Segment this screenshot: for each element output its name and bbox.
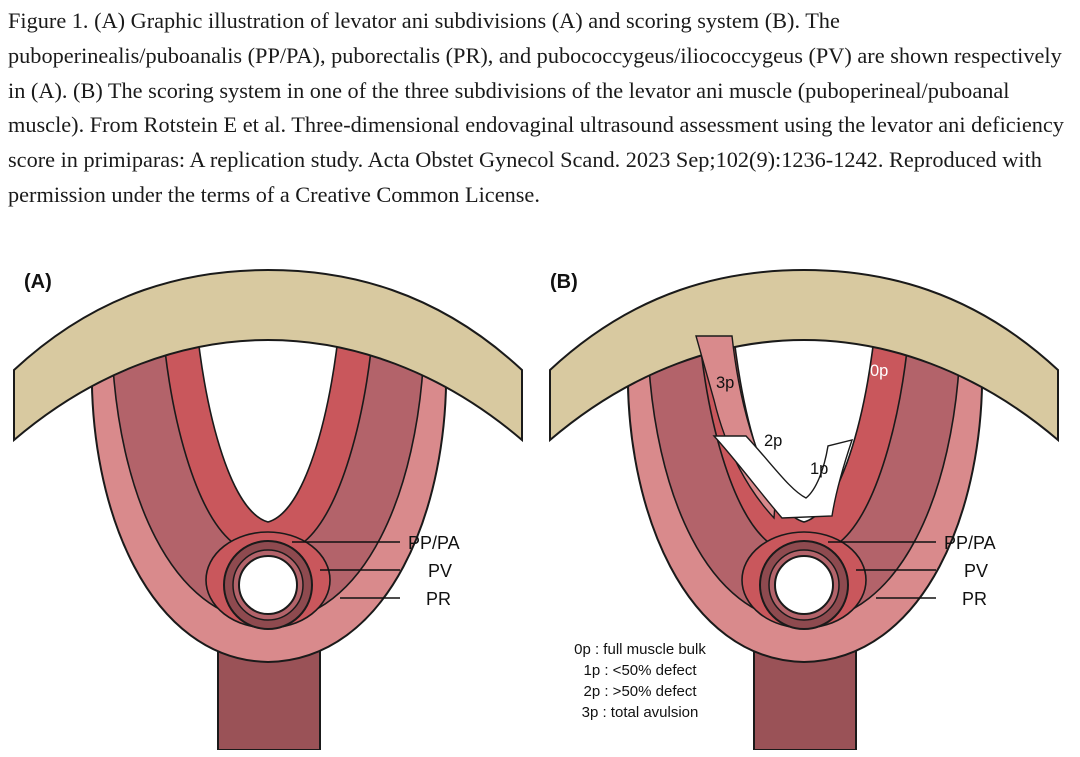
legend-1p: 1p : <50% defect bbox=[584, 662, 698, 679]
legend-0p: 0p : full muscle bulk bbox=[574, 641, 706, 658]
figure-caption: Figure 1. (A) Graphic illustration of le… bbox=[8, 8, 1064, 207]
panel-a-anatomy bbox=[13, 269, 523, 750]
score-3p: 3p bbox=[716, 374, 734, 392]
panel-a-label: (A) bbox=[24, 271, 52, 293]
score-legend: 0p : full muscle bulk 1p : <50% defect 2… bbox=[574, 641, 706, 721]
muscle-gap bbox=[712, 435, 854, 519]
b-pr-callout: PR bbox=[962, 589, 987, 609]
pr-callout: PR bbox=[426, 589, 451, 609]
score-1p: 1p bbox=[810, 460, 828, 478]
panel-b: (B) 3p 2p 1p 0p PP/PA PV PR bbox=[549, 269, 1059, 750]
pv-callout: PV bbox=[428, 561, 452, 581]
levator-ani-diagram: (A) PP/PA PV PR (B) 3p 2p 1p 0p PP/PA PV… bbox=[13, 269, 1059, 750]
score-0p: 0p bbox=[870, 362, 888, 380]
panel-b-label: (B) bbox=[550, 271, 578, 293]
legend-2p: 2p : >50% defect bbox=[584, 683, 698, 700]
panel-a: (A) PP/PA PV PR bbox=[13, 269, 523, 750]
legend-3p: 3p : total avulsion bbox=[582, 704, 699, 721]
score-2p: 2p bbox=[764, 432, 782, 450]
b-pp-pa-callout: PP/PA bbox=[944, 533, 996, 553]
pp-pa-callout: PP/PA bbox=[408, 533, 460, 553]
b-pv-callout: PV bbox=[964, 561, 988, 581]
